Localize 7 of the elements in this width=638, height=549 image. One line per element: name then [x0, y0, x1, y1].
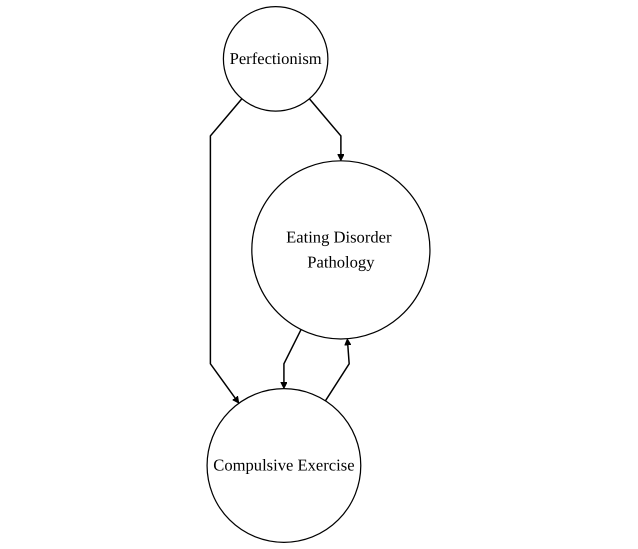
arrow	[325, 338, 352, 402]
node-circle: Perfectionism	[223, 6, 329, 112]
arrow	[280, 329, 302, 389]
arrow	[210, 98, 243, 404]
node-circle: Eating Disorder Pathology	[252, 160, 432, 340]
node-circle: Compulsive Exercise	[206, 388, 362, 543]
arrow	[309, 98, 346, 162]
